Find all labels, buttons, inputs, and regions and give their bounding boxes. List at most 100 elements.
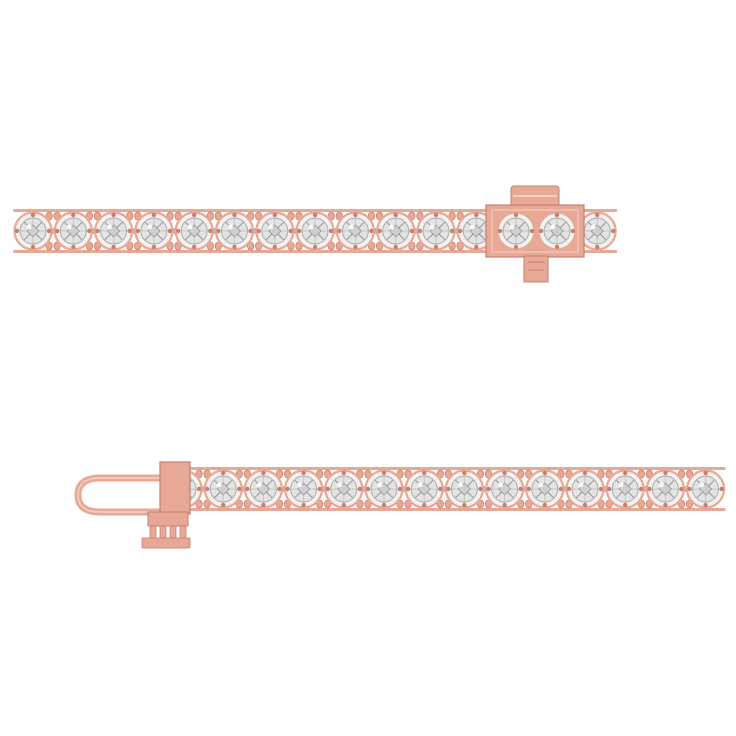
prong (639, 486, 644, 492)
tongue-highlight (77, 477, 165, 513)
prong (406, 486, 411, 492)
link-rail (440, 486, 449, 492)
prong (261, 502, 266, 508)
prong (623, 470, 628, 476)
link-rail (400, 486, 409, 492)
diamond-stone (174, 211, 214, 251)
prong (570, 228, 576, 234)
prong (542, 470, 547, 476)
diamond-sparkle (308, 224, 314, 230)
diamond-sparkle (538, 482, 544, 488)
prong (518, 486, 523, 492)
link-rail (129, 228, 138, 234)
diamond-stone (284, 469, 324, 509)
prong (474, 212, 479, 218)
prong (474, 244, 479, 250)
prong (14, 228, 20, 234)
prong (232, 212, 237, 218)
prong (221, 502, 226, 508)
prong (353, 212, 358, 218)
box-clasp-receiver (485, 185, 585, 283)
prong (216, 228, 221, 234)
prong (381, 470, 387, 476)
link-rail (560, 486, 569, 492)
link-rail (210, 228, 219, 234)
prong (663, 502, 668, 508)
prong (261, 470, 266, 476)
diamond-sparkle (349, 224, 354, 230)
link-rail (480, 486, 489, 492)
chain-link (327, 211, 343, 251)
diamond-stone (93, 211, 134, 251)
prong (46, 228, 52, 234)
prong (623, 502, 628, 508)
prong (341, 502, 346, 508)
prong (353, 244, 358, 250)
diamond-stone (255, 211, 295, 251)
prong (87, 228, 92, 234)
diamond-stone (444, 469, 484, 509)
diamond-stone (645, 469, 686, 509)
prong (449, 228, 455, 234)
diamond-stone (525, 469, 565, 509)
prong (446, 486, 451, 492)
prong (397, 486, 403, 492)
prong (422, 470, 427, 476)
prong (277, 486, 282, 492)
diamond-sparkle (458, 482, 463, 488)
prong (377, 228, 382, 234)
prong (208, 228, 213, 234)
prong (513, 212, 519, 218)
prong (458, 228, 463, 234)
diamond-sparkle (578, 482, 584, 488)
prong (417, 228, 423, 234)
prong (538, 228, 544, 234)
diamond-sparkle (550, 224, 556, 230)
outer-rail-top (163, 467, 726, 470)
prong (127, 228, 132, 234)
safety-latch-bar (147, 511, 189, 527)
prong (312, 244, 318, 250)
diamond-stone (13, 211, 53, 251)
diamond-sparkle (268, 224, 274, 230)
diamond-sparkle (590, 224, 596, 230)
diamond-sparkle (618, 482, 624, 488)
prong (285, 486, 290, 492)
diamond-stone (295, 211, 335, 251)
diamond-stone (416, 211, 456, 251)
diamond-sparkle (469, 224, 475, 230)
diamond-stone (376, 211, 416, 251)
prong (513, 244, 519, 250)
prong (248, 228, 253, 234)
link-rail (452, 228, 461, 234)
prong (328, 228, 334, 234)
prong (393, 212, 398, 218)
diamond-sparkle (498, 482, 503, 488)
prong (381, 502, 387, 508)
diamond-sparkle (417, 482, 423, 488)
prong (30, 212, 36, 218)
prong (554, 244, 560, 250)
link-rail (331, 228, 340, 234)
diamond-stone (485, 469, 525, 509)
diamond-sparkle (699, 482, 704, 488)
link-rail (250, 228, 259, 234)
prong (135, 228, 141, 234)
prong (542, 502, 547, 508)
diamond-stone (577, 211, 617, 251)
prong (317, 486, 322, 492)
diamond-stone (203, 469, 243, 509)
diamond-sparkle (66, 224, 72, 230)
diamond-sparkle (509, 224, 515, 230)
prong (192, 212, 197, 218)
prong (554, 212, 560, 218)
prong (598, 486, 604, 492)
diamond-stone (335, 211, 375, 251)
prong (151, 212, 157, 218)
prong (365, 486, 371, 492)
diamond-sparkle (257, 482, 262, 488)
prong (151, 244, 157, 250)
prong (337, 228, 342, 234)
